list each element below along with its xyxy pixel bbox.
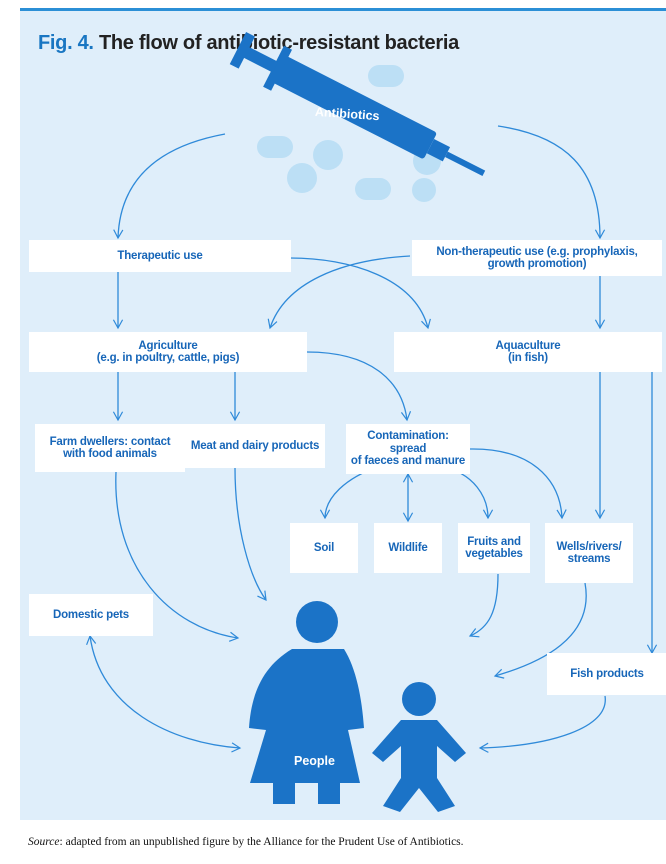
figure-title-text: The flow of antibiotic-resistant bacteri… xyxy=(98,32,459,54)
agriculture-box: Agriculture (e.g. in poultry, cattle, pi… xyxy=(29,332,307,372)
figure-number: Fig. 4. xyxy=(38,32,94,54)
arrow xyxy=(306,351,412,422)
flow-diagram xyxy=(86,32,658,812)
arrow xyxy=(469,448,567,520)
pill-icon xyxy=(313,140,343,170)
fish-products-box: Fish products xyxy=(547,653,666,695)
aquaculture-box: Aquaculture (in fish) xyxy=(394,332,662,372)
source-text: : adapted from an unpublished figure by … xyxy=(59,836,464,848)
wildlife-box: Wildlife xyxy=(374,523,442,573)
top-rule xyxy=(20,8,666,11)
pill-icon xyxy=(287,163,317,193)
syringe-icon xyxy=(229,32,486,177)
source-note: Source: adapted from an unpublished figu… xyxy=(28,836,464,848)
arrow xyxy=(478,695,606,753)
pill-icon xyxy=(355,178,391,200)
arrow xyxy=(86,634,242,753)
pill-icon xyxy=(412,178,436,202)
arrow xyxy=(497,125,606,240)
arrow xyxy=(289,257,431,330)
figure-panel: Fig. 4. The flow of antibiotic-resistant… xyxy=(20,8,666,820)
pill-icon xyxy=(257,136,293,158)
domestic-pets-box: Domestic pets xyxy=(29,594,153,636)
contamination-box: Contamination: spread of faeces and manu… xyxy=(346,424,470,474)
arrow xyxy=(113,133,226,240)
arrow xyxy=(234,467,267,601)
arrow xyxy=(115,471,240,642)
farm-dwellers-box: Farm dwellers: contact with food animals xyxy=(35,424,185,472)
arrow xyxy=(468,573,499,638)
non-therapeutic-use-box: Non-therapeutic use (e.g. prophylaxis, g… xyxy=(412,240,662,276)
soil-box: Soil xyxy=(290,523,358,573)
figure-title: Fig. 4. The flow of antibiotic-resistant… xyxy=(38,32,459,55)
therapeutic-use-box: Therapeutic use xyxy=(29,240,291,272)
flow-arrows xyxy=(86,125,658,753)
people-icon xyxy=(249,601,466,812)
arrow xyxy=(493,582,587,679)
wells-rivers-box: Wells/rivers/ streams xyxy=(545,523,633,583)
arrow xyxy=(267,255,411,330)
fruits-vegetables-box: Fruits and vegetables xyxy=(458,523,530,573)
pill-icon xyxy=(368,65,404,87)
people-label: People xyxy=(294,754,335,768)
meat-dairy-box: Meat and dairy products xyxy=(185,424,325,468)
source-label: Source xyxy=(28,836,60,848)
